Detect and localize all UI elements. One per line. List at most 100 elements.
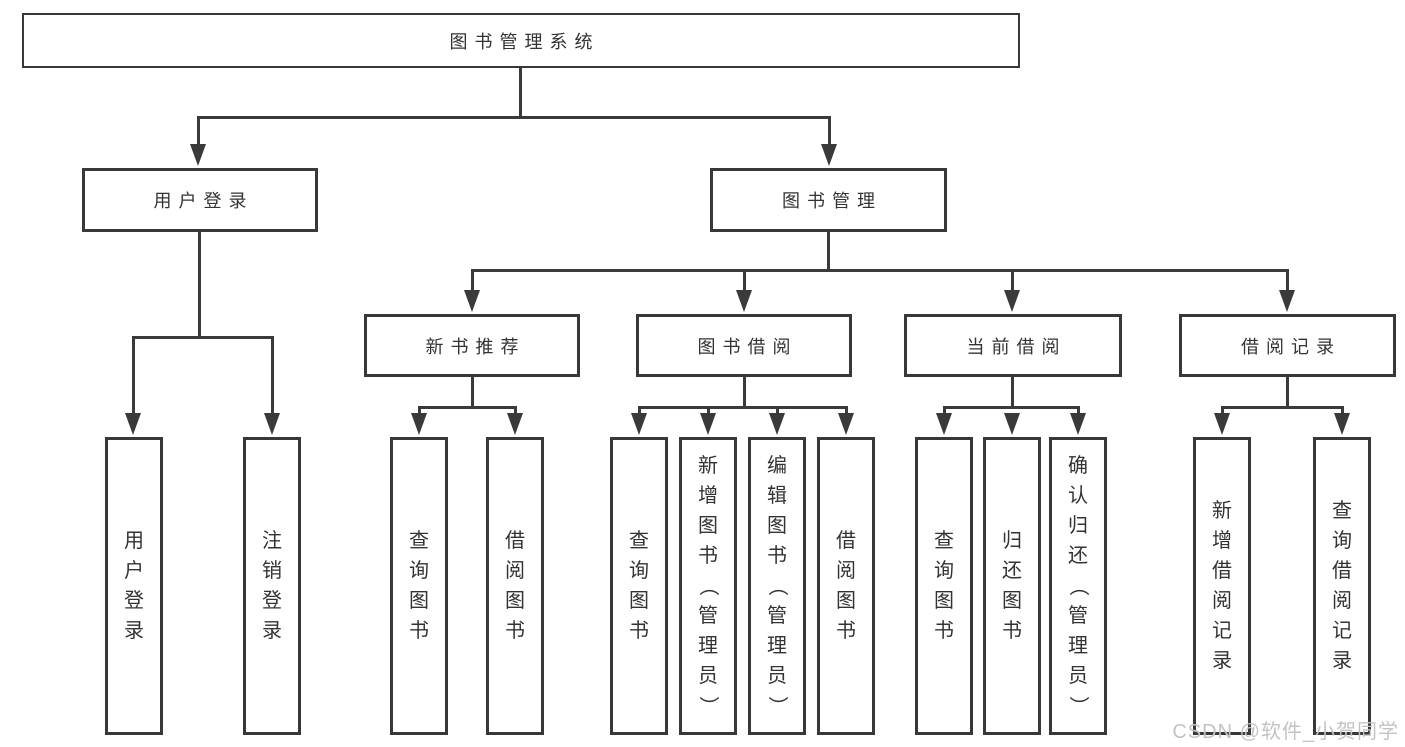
vertical-char: 图 [409,590,429,612]
arrowhead-down-icon [1070,413,1086,435]
vertical-char: 编 [767,455,787,477]
vertical-char: 图 [1002,590,1022,612]
vertical-char: 理 [1068,635,1088,657]
vertical-char: 录 [124,620,144,642]
connector-line-horizontal [638,406,848,409]
vertical-char: 书 [767,545,787,567]
connector-line-vertical [132,336,135,419]
connector-line-horizontal [471,269,1289,272]
node-current-borrowing: 当前借阅 [904,314,1122,377]
vertical-char: 管 [1068,605,1088,627]
arrowhead-down-icon [936,413,952,435]
arrowhead-down-icon [736,290,752,312]
vertical-char: 理 [698,635,718,657]
connector-line-vertical [1077,406,1080,419]
vertical-char: 借 [505,530,525,552]
vertical-char: 员 [698,665,718,687]
vertical-char: 查 [629,530,649,552]
vertical-char: 询 [409,560,429,582]
connector-line-vertical [776,406,779,419]
vertical-char: 查 [1332,500,1352,522]
leaf-query-borrow-record: 查询借阅记录 [1313,437,1371,735]
connector-line-vertical [743,269,746,296]
connector-line-vertical [519,68,522,117]
vertical-char: 图 [698,515,718,537]
arrowhead-down-icon [464,290,480,312]
node-label: 图书管理 [782,191,882,211]
vertical-char: 销 [262,560,282,582]
arrowhead-down-icon [1279,290,1295,312]
connector-line-vertical [198,232,201,338]
vertical-char: ） [1067,696,1089,716]
leaf-return-books: 归还图书 [983,437,1041,735]
vertical-char: 书 [409,620,429,642]
vertical-char: 辑 [767,485,787,507]
node-label: 图书借阅 [697,336,798,357]
connector-line-horizontal [132,336,274,339]
vertical-char: 书 [934,620,954,642]
connector-line-vertical [743,377,746,408]
vertical-char: 书 [836,620,856,642]
node-new-book-recommendation: 新书推荐 [364,314,580,377]
connector-line-vertical [827,232,830,271]
vertical-char: 录 [262,620,282,642]
vertical-char: 书 [1002,620,1022,642]
vertical-char: 借 [1212,560,1232,582]
node-label: 新书推荐 [425,336,526,357]
connector-line-vertical [828,116,831,150]
connector-line-vertical [1221,406,1224,419]
connector-line-vertical [197,116,200,150]
node-label: 当前借阅 [966,336,1067,357]
leaf-query-books-current: 查询图书 [915,437,973,735]
connector-line-vertical [943,406,946,419]
vertical-char: 阅 [1332,590,1352,612]
leaf-borrow-books: 借阅图书 [817,437,875,735]
node-library-management-system: 图书管理系统 [22,13,1020,68]
vertical-char: 阅 [1212,590,1232,612]
vertical-char: 归 [1002,530,1022,552]
connector-line-vertical [1011,377,1014,408]
leaf-add-borrow-record: 新增借阅记录 [1193,437,1251,735]
vertical-char: 认 [1068,485,1088,507]
vertical-char: 图 [934,590,954,612]
connector-line-vertical [707,406,710,419]
vertical-char: 登 [124,590,144,612]
connector-line-vertical [471,269,474,296]
leaf-query-books-recommend: 查询图书 [390,437,448,735]
arrowhead-down-icon [700,413,716,435]
vertical-char: 询 [1332,530,1352,552]
vertical-char: 阅 [836,560,856,582]
vertical-char: 确 [1068,455,1088,477]
connector-line-vertical [638,406,641,419]
vertical-char: 员 [767,665,787,687]
vertical-char: 录 [1332,650,1352,672]
vertical-char: ） [766,696,788,716]
arrowhead-down-icon [264,413,280,435]
node-label: 图书管理系统 [449,31,600,52]
connector-line-horizontal [197,116,831,119]
vertical-char: 书 [698,545,718,567]
vertical-char: 图 [505,590,525,612]
vertical-char: 阅 [505,560,525,582]
leaf-confirm-return-admin: 确认归还（管理员） [1049,437,1107,735]
arrowhead-down-icon [411,413,427,435]
vertical-char: 记 [1212,620,1232,642]
connector-line-vertical [845,406,848,419]
node-book-management: 图书管理 [710,168,947,232]
vertical-char: 书 [505,620,525,642]
arrowhead-down-icon [507,413,523,435]
vertical-char: 登 [262,590,282,612]
node-label: 借阅记录 [1241,336,1341,357]
leaf-query-books-borrow: 查询图书 [610,437,668,735]
connector-line-vertical [418,406,421,419]
vertical-char: 理 [767,635,787,657]
arrowhead-down-icon [1214,413,1230,435]
vertical-char: 新 [698,455,718,477]
node-book-borrowing: 图书借阅 [636,314,852,377]
leaf-add-books-admin: 新增图书（管理员） [679,437,737,735]
vertical-char: 归 [1068,515,1088,537]
csdn-watermark: CSDN @软件_小贺同学 [1172,721,1399,743]
vertical-char: 增 [1212,530,1232,552]
vertical-char: 图 [767,515,787,537]
connector-line-vertical [1341,406,1344,419]
